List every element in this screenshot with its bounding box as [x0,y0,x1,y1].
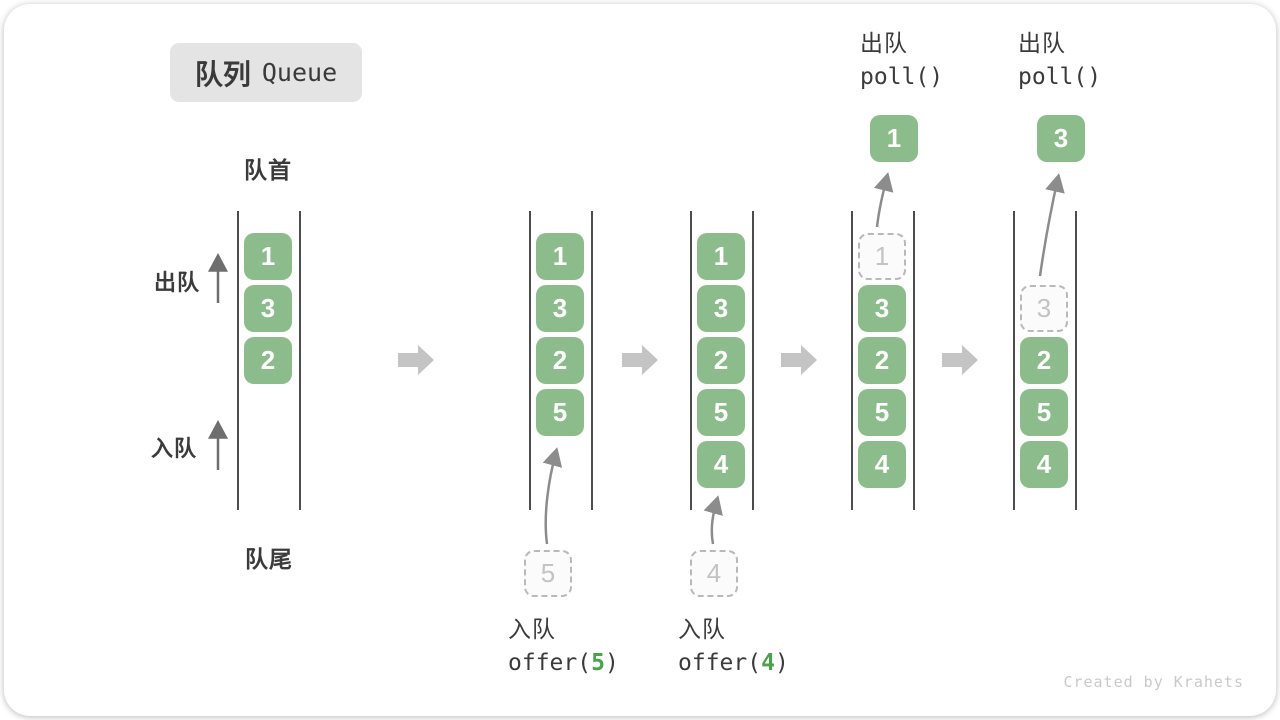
figure-title-box: 队列 Queue [170,43,362,102]
queue-wall-left [1013,211,1015,510]
queue-wall-right [591,211,593,510]
enqueue-direction-label: 入队 [151,436,198,461]
queue-wall-right [1075,211,1077,510]
queue-wall-left [529,211,531,510]
dequeue-direction-label: 出队 [154,270,201,295]
queue-cell: 4 [858,441,906,488]
operation-code: poll() [860,64,944,90]
queue-wall-right [913,211,915,510]
operation-code: offer(5) [508,650,619,676]
queue-cell: 2 [536,337,584,384]
queue-cell: 3 [858,285,906,332]
polled-element: 1 [870,115,918,162]
queue-cell: 2 [697,337,745,384]
polled-element: 3 [1037,115,1085,162]
queue-cell: 5 [536,389,584,436]
figure-title-zh: 队列 [194,58,251,90]
queue-cell: 2 [244,337,292,384]
operation-label: 出队 [1018,30,1066,56]
queue-cell: 4 [1020,441,1068,488]
queue-cell: 2 [1020,337,1068,384]
figure-card [4,4,1276,716]
queue-cell: 3 [244,285,292,332]
operation-label: 入队 [678,616,726,642]
queue-cell: 4 [697,441,745,488]
operation-code: poll() [1018,64,1102,90]
queue-cell: 2 [858,337,906,384]
queue-rear-label: 队尾 [245,546,293,572]
queue-cell-removed: 3 [1020,285,1068,332]
queue-front-label: 队首 [244,157,292,183]
queue-cell-removed: 1 [858,233,906,280]
operation-code: offer(4) [678,650,789,676]
operation-label: 入队 [508,616,556,642]
incoming-element: 4 [690,550,738,597]
queue-wall-left [690,211,692,510]
queue-cell: 5 [697,389,745,436]
queue-cell: 1 [536,233,584,280]
queue-cell: 1 [697,233,745,280]
queue-cell: 1 [244,233,292,280]
operation-dequeue: 出队 poll() [860,26,943,94]
queue-wall-right [299,211,301,510]
queue-wall-right [752,211,754,510]
operation-dequeue: 出队 poll() [1018,26,1101,94]
queue-wall-left [851,211,853,510]
queue-cell: 5 [858,389,906,436]
queue-wall-left [237,211,239,510]
operation-enqueue: 入队 offer(4) [678,612,789,680]
figure-title-en: Queue [261,58,338,87]
queue-cell: 5 [1020,389,1068,436]
operation-enqueue: 入队 offer(5) [508,612,619,680]
incoming-element: 5 [524,550,572,597]
queue-cell: 3 [697,285,745,332]
queue-cell: 3 [536,285,584,332]
watermark: Created by Krahets [1063,673,1244,691]
operation-label: 出队 [860,30,908,56]
